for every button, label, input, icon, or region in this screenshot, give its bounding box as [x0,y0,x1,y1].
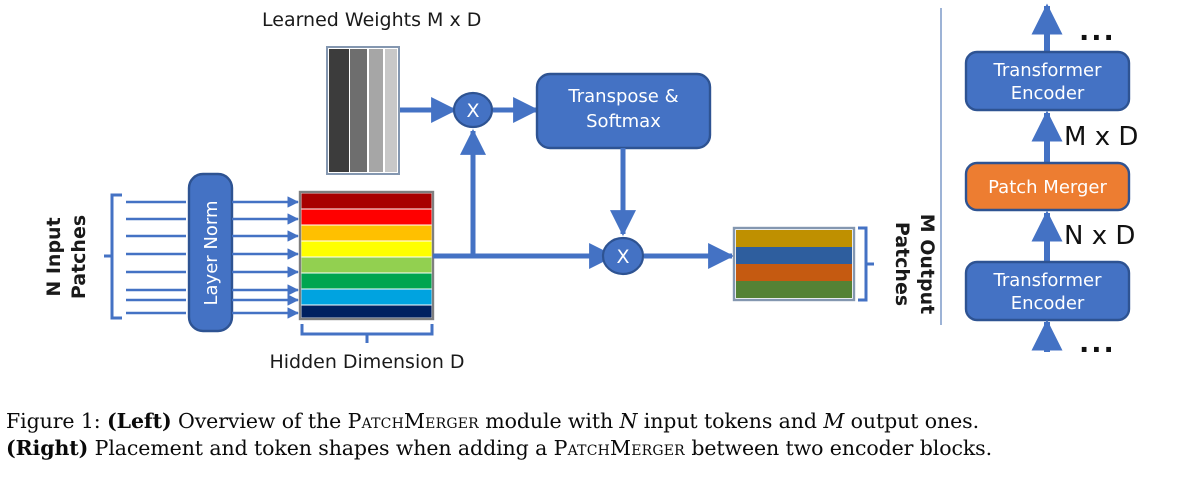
input-patch-stack [298,190,435,321]
patch-merger-label: Patch Merger [988,177,1107,198]
caption-left-tag: (Left) [107,409,172,433]
caption-figure-number: Figure 1: [6,409,108,433]
output-patch-1 [736,230,852,247]
multiply-node-2-label: X [616,246,629,268]
layer-norm-label: Layer Norm [201,200,222,305]
bottom-ellipsis: ... [1079,328,1116,359]
input-patches-label-line1: N Input [43,217,65,296]
input-patch-2 [301,209,432,225]
layer-norm-box: Layer Norm [187,172,234,333]
output-patch-4 [736,281,852,298]
caption-l2-patchmerger: PatchMerger [553,436,685,461]
weight-stripe-4 [385,49,397,172]
output-patches-bracket [858,226,874,302]
layernorm-output-arrows [232,196,299,319]
input-patch-4 [301,241,432,257]
caption-right-tag: (Right) [6,436,89,461]
caption-l1-b: module with [478,409,620,433]
weight-stripe-1 [329,49,349,172]
input-patches-bracket [104,193,122,320]
top-ellipsis: ... [1079,16,1116,47]
encoder-top-line2: Encoder [1011,83,1085,104]
weight-stripe-3 [369,49,383,172]
patch-merger-box: Patch Merger [964,161,1131,212]
transpose-softmax-line2: Softmax [586,111,661,132]
caption-l2-b: between two encoder blocks. [684,436,992,461]
encoder-top-line1: Transformer [992,60,1102,81]
transformer-encoder-bottom: Transformer Encoder [964,260,1131,322]
transformer-encoder-top: Transformer Encoder [964,50,1131,112]
caption-line-1: Figure 1: (Left) Overview of the PatchMe… [6,408,1196,435]
multiply-node-2: X [601,236,645,276]
input-patch-8 [301,305,432,318]
output-patches-label-line2: Patches [891,222,913,306]
caption-l1-m: M [823,409,845,433]
caption-l1-d: output ones. [844,409,980,433]
multiply-node-1-label: X [466,100,479,122]
input-patch-3 [301,225,432,241]
caption-l1-a: Overview of the [171,409,348,433]
multiply-node-1: X [452,91,494,129]
encoder-bottom-line2: Encoder [1011,293,1085,314]
input-patch-1 [301,193,432,209]
encoder-bottom-line1: Transformer [992,270,1102,291]
input-patches-label-line2: Patches [68,215,90,299]
patchmerger-diagram: Learned Weights M x D X Transpose & Soft… [43,3,1138,373]
figure-caption: Figure 1: (Left) Overview of the PatchMe… [6,408,1196,463]
weight-stripe-2 [350,49,367,172]
caption-l1-patchmerger: PatchMerger [347,409,479,433]
learned-weights-title: Learned Weights M x D [262,9,481,31]
hidden-dimension-bracket [300,324,434,343]
caption-line-2: (Right) Placement and token shapes when … [6,435,1196,462]
caption-l2-a: Placement and token shapes when adding a [88,436,554,461]
output-patch-2 [736,247,852,264]
transpose-softmax-box: Transpose & Softmax [535,72,712,150]
output-patches-label-line1: M Output [916,214,938,315]
input-patch-5 [301,257,432,273]
output-patch-3 [736,264,852,281]
learned-weights-block [326,46,400,175]
transpose-softmax-line1: Transpose & [567,86,678,107]
caption-l1-n: N [619,409,638,433]
hidden-dimension-label: Hidden Dimension D [269,351,464,373]
caption-l1-c: input tokens and [637,409,824,433]
output-patch-stack [732,226,856,302]
shape-label-m-x-d: M x D [1064,122,1138,152]
input-lines-group [126,200,186,315]
input-patch-6 [301,273,432,289]
shape-label-n-x-d: N x D [1064,221,1135,251]
input-patch-7 [301,289,432,305]
